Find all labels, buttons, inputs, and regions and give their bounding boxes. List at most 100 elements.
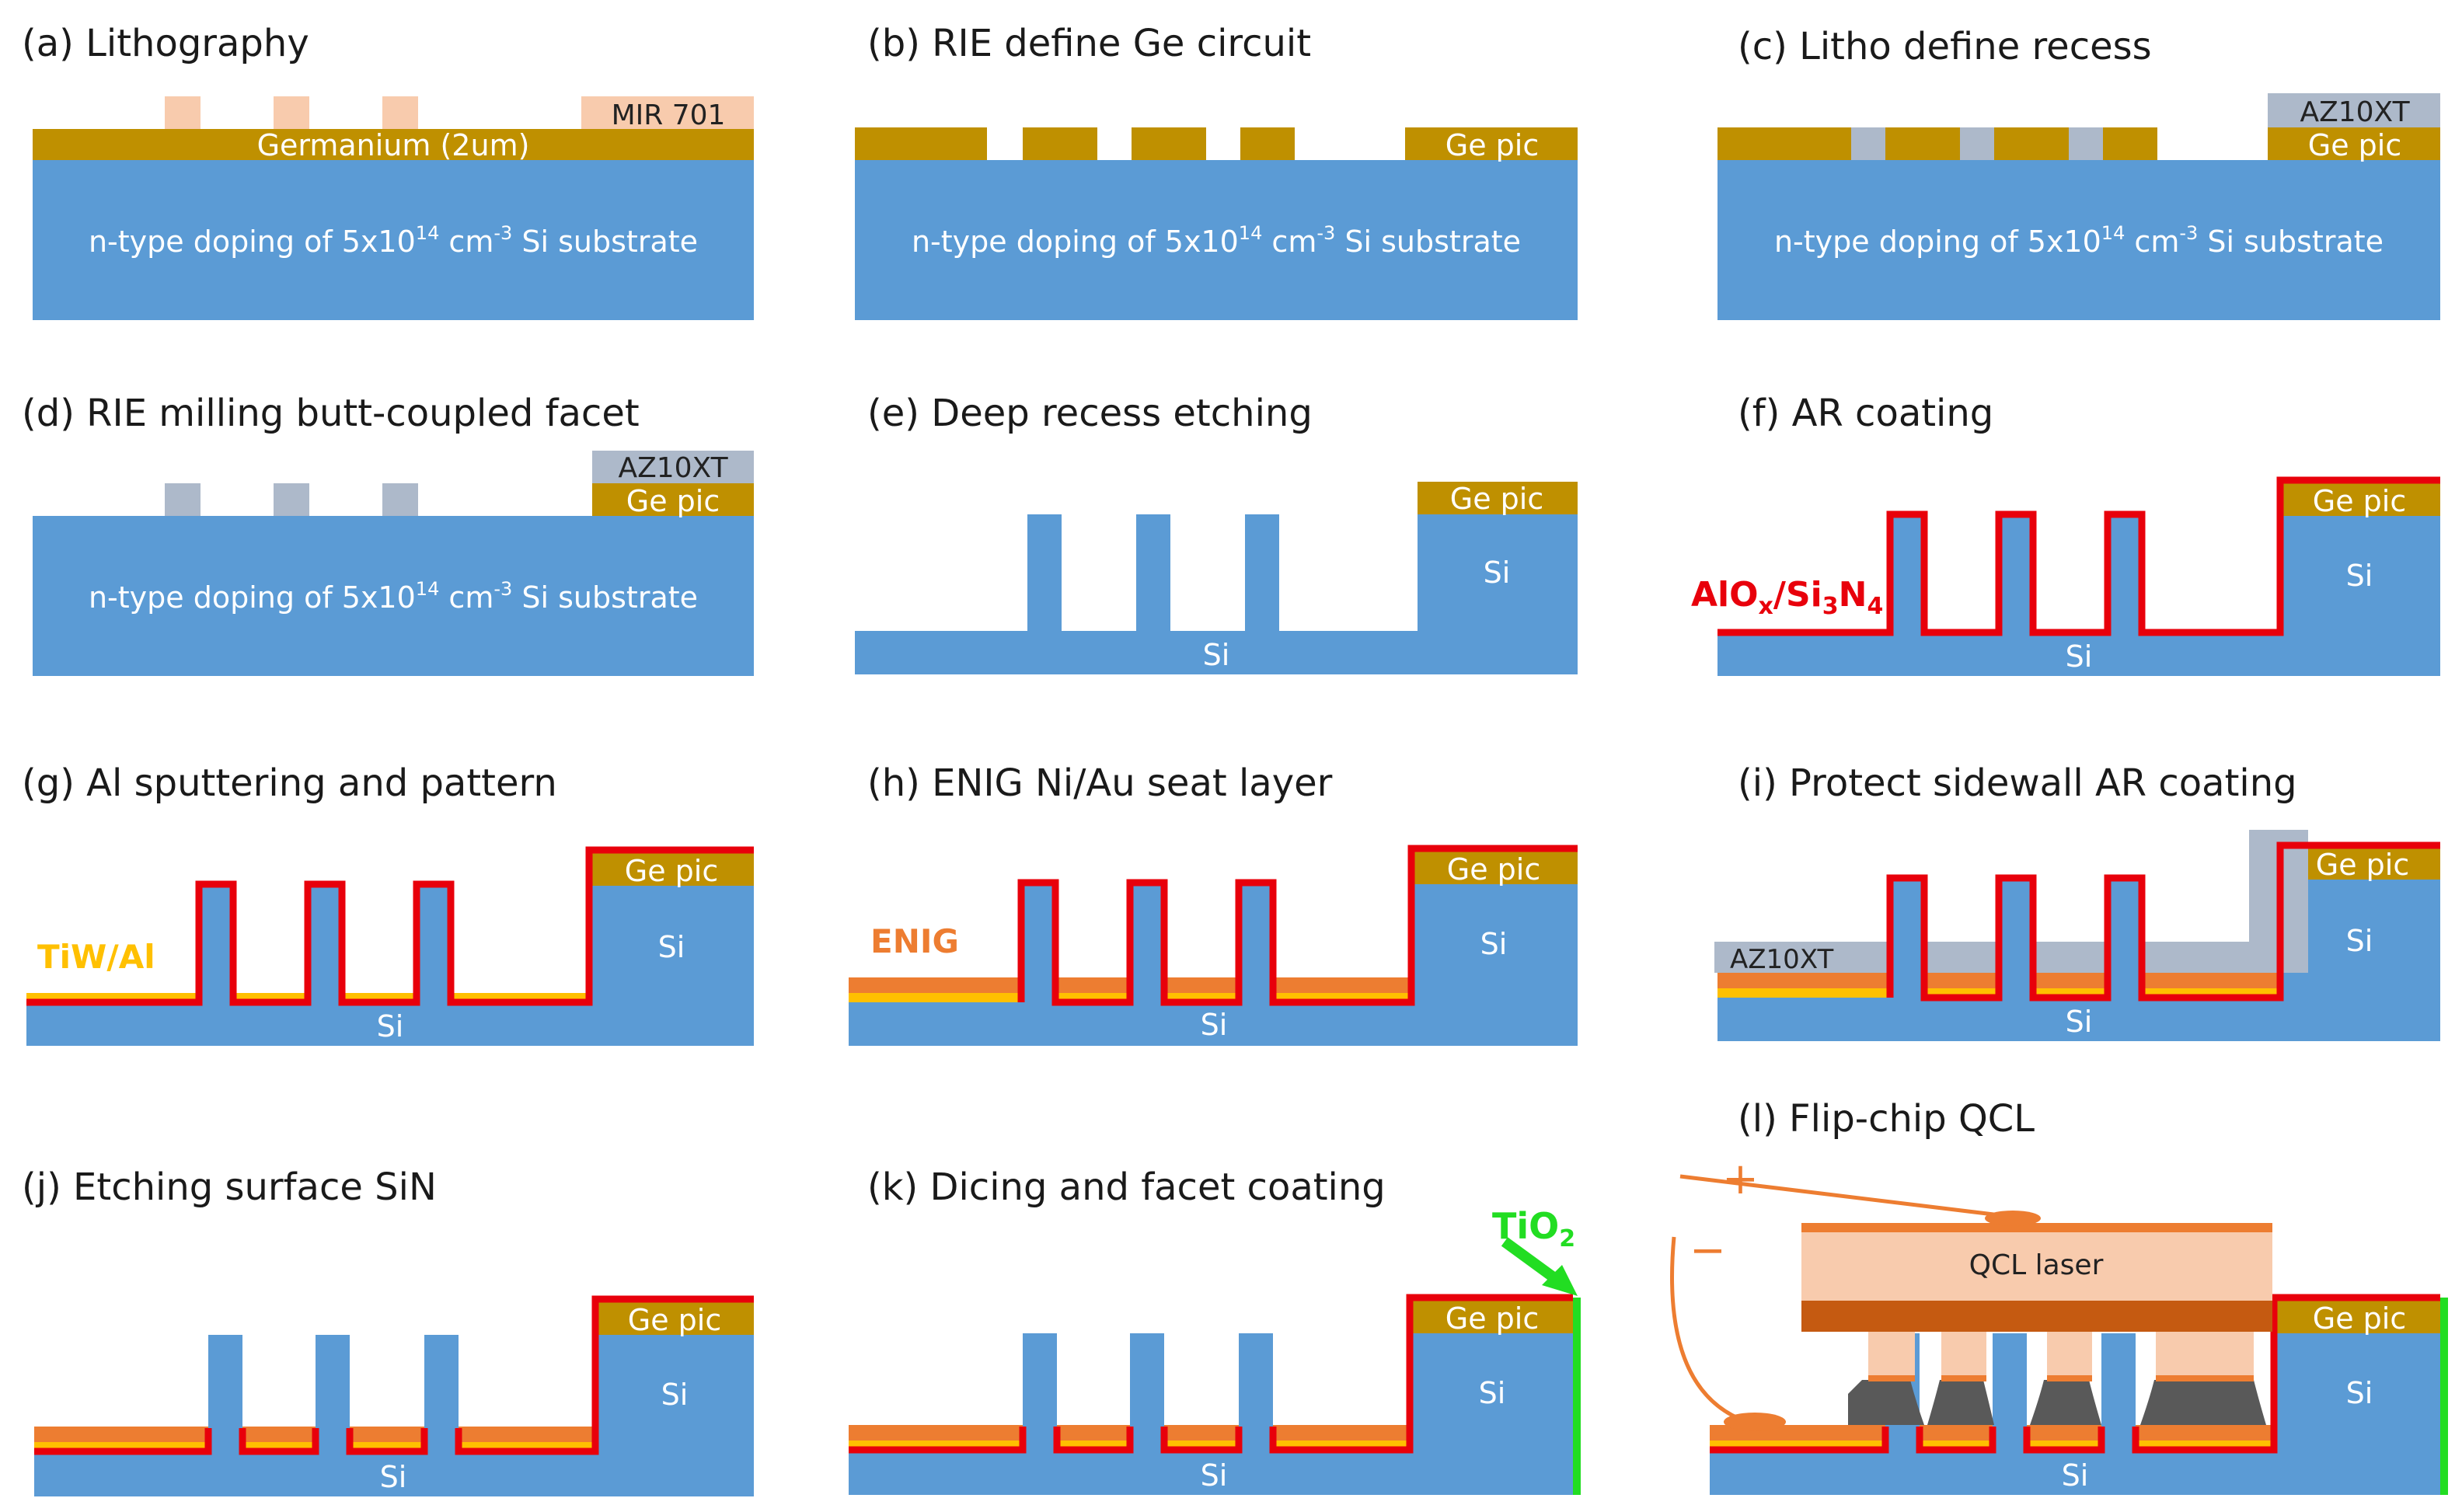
tio2-facet-coating [1573, 1298, 1581, 1495]
panel-a-title: (a) Lithography [22, 22, 309, 65]
ar-coating-line [1717, 476, 2440, 636]
resist-block [592, 451, 754, 483]
resist-layer [2033, 942, 2108, 973]
enig-layer [1920, 1425, 1993, 1441]
ar-coating-line [1710, 1427, 1889, 1454]
resist-fill [2069, 127, 2103, 160]
enig-label: ENIG [870, 922, 959, 960]
ar-coating-label: AlOx/Si3N4 [1691, 575, 1883, 620]
enig-layer [1057, 1425, 1130, 1441]
ge-segment [1023, 127, 1097, 160]
ar-coating-line [26, 846, 754, 1006]
pillar-contact [1868, 1375, 1915, 1381]
resist-label: AZ10XT [2300, 96, 2410, 128]
ar-coating-line [239, 1428, 319, 1455]
enig-layer [1164, 977, 1239, 993]
resist-pad [274, 483, 309, 516]
tiw-al-label: TiW/Al [37, 938, 155, 976]
resist-pad [165, 483, 201, 516]
si-label-right: Si [2346, 559, 2373, 593]
ge-pic-label: Ge pic [1450, 482, 1543, 516]
substrate-label: n-type doping of 5x1014 cm-3 Si substrat… [1774, 222, 2384, 259]
resist-block [2268, 93, 2440, 127]
resist-fill [1851, 127, 1885, 160]
panel-c: (c) Litho define recess AZ10XT Ge pic n-… [1717, 25, 2440, 320]
si-label-bottom: Si [2062, 1458, 2089, 1493]
ge-segment [1240, 127, 1295, 160]
ge-pic-label: Ge pic [1445, 1301, 1539, 1336]
si-substrate [855, 160, 1578, 320]
resist-layer [1924, 942, 1999, 973]
enig-layer [1164, 1425, 1239, 1441]
ge-pic-block [589, 853, 754, 886]
si-label-bottom: Si [2066, 639, 2093, 674]
si-label-right: Si [1484, 556, 1511, 590]
ge-segment [1132, 127, 1206, 160]
ge-pic-label: Ge pic [628, 1303, 721, 1337]
substrate-label: n-type doping of 5x1014 cm-3 Si substrat… [89, 578, 698, 615]
panel-e-title: (e) Deep recess etching [867, 392, 1313, 435]
ar-coating-line [849, 1427, 1027, 1454]
enig-layer [2136, 1425, 2274, 1441]
panel-h-title: (h) ENIG Ni/Au seat layer [867, 761, 1333, 805]
ge-pic-label: Ge pic [2308, 128, 2401, 162]
solder-bump [1848, 1380, 1924, 1425]
si-label-bottom: Si [1203, 638, 1230, 672]
ar-coating-line [346, 1428, 428, 1455]
si-substrate [33, 516, 754, 676]
ge-pic-block [2274, 1301, 2440, 1333]
positive-terminal: + [1722, 1154, 1759, 1204]
qcl-laser-body [1801, 1232, 2272, 1301]
substrate-label: n-type doping of 5x1014 cm-3 Si substrat… [912, 222, 1521, 259]
negative-terminal: − [1690, 1225, 1726, 1276]
panel-k-title: (k) Dicing and facet coating [867, 1165, 1386, 1209]
enig-layer [1055, 977, 1130, 993]
tiw-al-layer [1717, 988, 1890, 998]
enig-layer [1273, 1425, 1410, 1441]
tio2-arrow-head [1542, 1265, 1578, 1296]
si-label-bottom: Si [2066, 1005, 2093, 1039]
tio2-facet-coating [2440, 1298, 2448, 1495]
ge-segment [2103, 127, 2157, 160]
si-substrate [33, 160, 754, 320]
ar-coating-line [1269, 1294, 1573, 1454]
ar-coating-line [1053, 1427, 1134, 1454]
si-label-right: Si [658, 930, 685, 964]
panel-f: (f) AR coating Ge pic Si Si AlOx/Si3N4 [1691, 392, 2440, 676]
solder-bump [2030, 1380, 2101, 1425]
ge-pic-label: Ge pic [2316, 848, 2409, 882]
si-label-bottom: Si [1201, 1008, 1228, 1042]
ar-coating-line [34, 1428, 212, 1455]
ge-pic-block [1411, 852, 1578, 884]
wire-bond-ball [1724, 1413, 1786, 1431]
ge-pic-block [595, 1302, 754, 1335]
si-label-right: Si [2346, 1376, 2373, 1410]
wire-bond-positive [1679, 1174, 2014, 1219]
ge-pic-block [1405, 127, 1578, 160]
germanium-label: Germanium (2um) [257, 128, 530, 162]
substrate-label: n-type doping of 5x1014 cm-3 Si substrat… [89, 222, 698, 259]
ge-pic-label: Ge pic [2313, 1301, 2406, 1336]
enig-layer [242, 1427, 316, 1442]
ge-pic-label: Ge pic [625, 854, 718, 888]
resist-label: AZ10XT [618, 452, 728, 484]
si-label-bottom: Si [1201, 1458, 1228, 1493]
si-label-bottom: Si [380, 1460, 407, 1494]
qcl-active-layer [1801, 1301, 2272, 1332]
ge-pic-label: Ge pic [1445, 128, 1539, 162]
ge-pic-block [2268, 127, 2440, 160]
panel-l: (l) Flip-chip QCL QCL laser [1670, 1097, 2448, 1495]
qcl-laser-label: QCL laser [1969, 1249, 2104, 1281]
ar-coating-line [2023, 1427, 2105, 1454]
ge-segment [1717, 127, 1851, 160]
panel-a: (a) Lithography MIR 701 Germanium (2um) … [22, 22, 754, 320]
qcl-pillar [2156, 1332, 2254, 1380]
germanium-layer [33, 129, 754, 160]
wire-bond-negative [1670, 1236, 1748, 1424]
ge-pic-label: Ge pic [2313, 484, 2406, 518]
panel-c-title: (c) Litho define recess [1738, 25, 2152, 68]
enig-layer [1273, 977, 1411, 993]
panel-e: (e) Deep recess etching Ge pic Si Si [855, 392, 1578, 674]
si-substrate [849, 1333, 1573, 1495]
